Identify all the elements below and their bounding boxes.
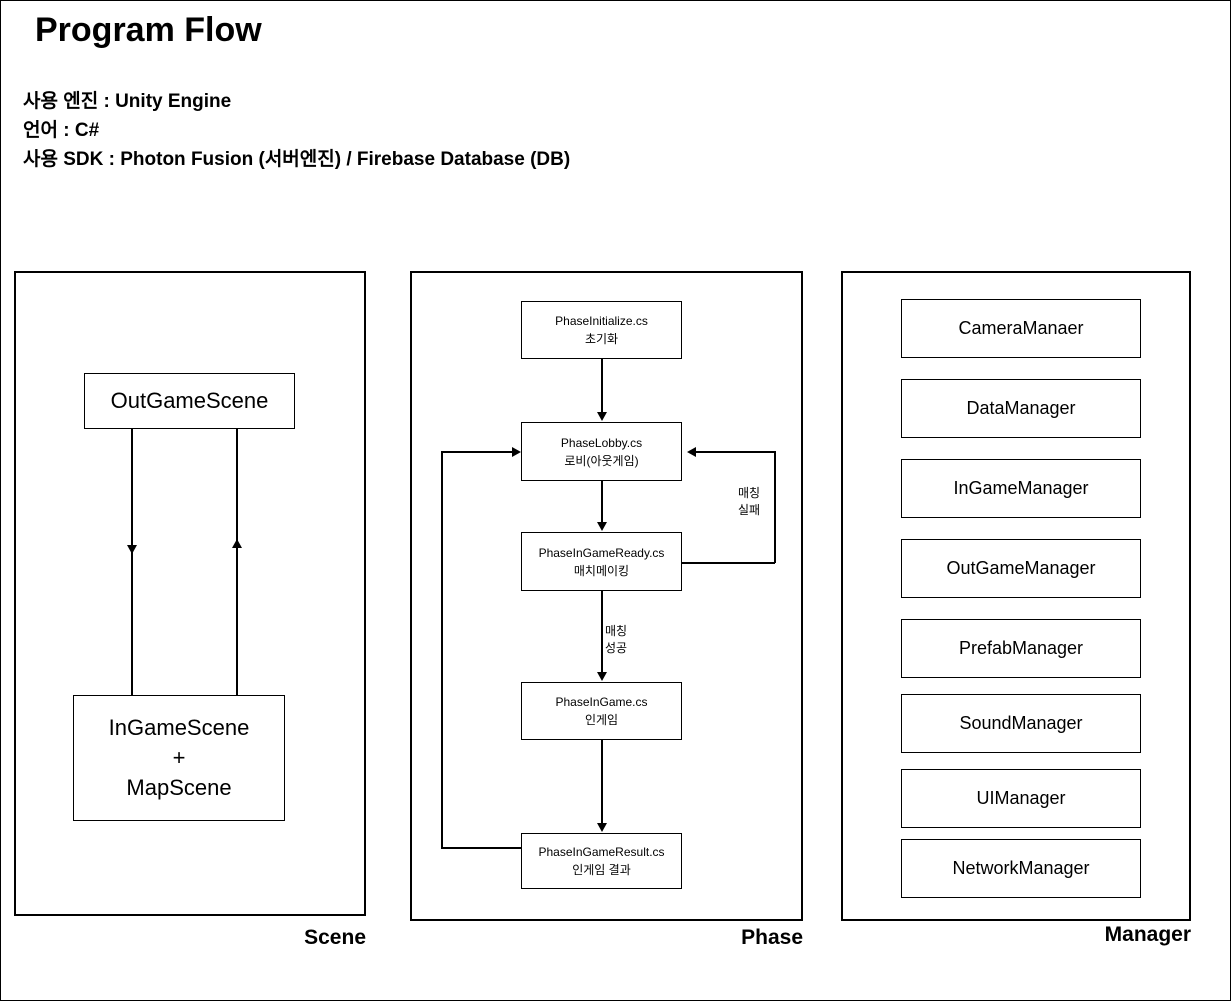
edge-initialize-to-lobby-arrow: [597, 412, 607, 421]
node-manager-outgame-label: OutGameManager: [946, 558, 1096, 578]
edge-ready-to-ingame-arrow: [597, 672, 607, 681]
node-in-game-scene-plus: +: [172, 745, 186, 770]
edge-match-fail-right: [774, 451, 776, 563]
node-phase-initialize[interactable]: PhaseInitialize.cs 초기화: [521, 301, 682, 359]
node-manager-ingame-label: InGameManager: [953, 478, 1089, 498]
scene-edge-up-line: [236, 429, 238, 695]
phase-panel-label: Phase: [741, 926, 803, 949]
edge-lobby-to-ready-line: [601, 481, 603, 524]
node-manager-ui-label: UIManager: [976, 788, 1066, 808]
meta-line-sdk: 사용 SDK : Photon Fusion (서버엔진) / Firebase…: [23, 149, 571, 170]
node-phase-ingame-ready-file: PhaseInGameReady.cs: [538, 545, 665, 560]
node-manager-prefab[interactable]: PrefabManager: [901, 619, 1141, 678]
node-phase-ingame-result-desc: 인게임 결과: [572, 863, 631, 877]
edge-label-match-success-line2: 성공: [605, 641, 628, 655]
scene-panel-label: Scene: [304, 926, 366, 949]
node-manager-sound-label: SoundManager: [959, 713, 1083, 733]
edge-label-match-success-line1: 매칭: [605, 624, 628, 638]
node-in-game-scene-label: InGameScene: [108, 715, 250, 740]
edge-result-to-lobby-top: [441, 451, 512, 453]
node-out-game-scene[interactable]: OutGameScene: [84, 373, 295, 429]
node-manager-ui[interactable]: UIManager: [901, 769, 1141, 828]
node-phase-ingame-result[interactable]: PhaseInGameResult.cs 인게임 결과: [521, 833, 682, 889]
manager-panel-label: Manager: [1104, 923, 1191, 946]
edge-label-match-fail-line2: 실패: [737, 503, 761, 517]
node-manager-sound[interactable]: SoundManager: [901, 694, 1141, 753]
node-phase-ingame[interactable]: PhaseInGame.cs 인게임: [521, 682, 682, 740]
edge-label-match-fail: 매칭 실패: [729, 485, 769, 519]
node-phase-initialize-file: PhaseInitialize.cs: [555, 314, 648, 328]
node-phase-ingame-ready[interactable]: PhaseInGameReady.cs 매치메이킹: [521, 532, 682, 591]
node-phase-lobby[interactable]: PhaseLobby.cs 로비(아웃게임): [521, 422, 682, 481]
node-phase-lobby-desc: 로비(아웃게임): [564, 453, 639, 468]
scene-edge-down-arrow: [127, 545, 137, 554]
phase-panel: [410, 271, 803, 921]
page-title: Program Flow: [35, 11, 262, 49]
edge-result-to-lobby-left: [441, 451, 443, 848]
node-manager-network-label: NetworkManager: [952, 858, 1090, 878]
meta-line-engine: 사용 엔진 : Unity Engine: [23, 91, 232, 112]
node-phase-lobby-file: PhaseLobby.cs: [560, 435, 643, 450]
meta-line-language: 언어 : C#: [23, 120, 100, 141]
node-manager-data[interactable]: DataManager: [901, 379, 1141, 438]
edge-match-fail-arrow: [687, 447, 696, 457]
node-manager-prefab-label: PrefabManager: [958, 638, 1084, 658]
node-out-game-scene-label: OutGameScene: [110, 388, 269, 413]
node-phase-ingame-desc: 인게임: [584, 713, 619, 727]
node-manager-ingame[interactable]: InGameManager: [901, 459, 1141, 518]
edge-label-match-fail-line1: 매칭: [737, 486, 761, 500]
node-phase-ingame-file: PhaseInGame.cs: [555, 695, 648, 709]
edge-match-fail-bottom: [682, 562, 775, 564]
node-manager-data-label: DataManager: [966, 398, 1076, 418]
node-phase-initialize-desc: 초기화: [584, 332, 619, 346]
node-map-scene-label: MapScene: [126, 775, 232, 800]
edge-ingame-to-result-line: [601, 740, 603, 825]
edge-ready-to-ingame-line: [601, 591, 603, 674]
scene-edge-up-arrow: [232, 539, 242, 548]
edge-match-fail-top: [696, 451, 775, 453]
scene-edge-down-line: [131, 429, 133, 695]
node-manager-outgame[interactable]: OutGameManager: [901, 539, 1141, 598]
project-meta: 사용 엔진 : Unity Engine 언어 : C# 사용 SDK : Ph…: [23, 87, 570, 174]
edge-result-to-lobby-bottom: [441, 847, 522, 849]
node-manager-network[interactable]: NetworkManager: [901, 839, 1141, 898]
edge-label-match-success: 매칭 성공: [605, 623, 645, 657]
node-in-game-scene[interactable]: InGameScene + MapScene: [73, 695, 285, 821]
node-manager-camera-label: CameraManaer: [958, 318, 1084, 338]
edge-lobby-to-ready-arrow: [597, 522, 607, 531]
edge-result-to-lobby-arrow: [512, 447, 521, 457]
node-phase-ingame-result-file: PhaseInGameResult.cs: [538, 845, 665, 859]
edge-ingame-to-result-arrow: [597, 823, 607, 832]
edge-initialize-to-lobby-line: [601, 359, 603, 414]
node-phase-ingame-ready-desc: 매치메이킹: [573, 563, 630, 578]
node-manager-camera[interactable]: CameraManaer: [901, 299, 1141, 358]
